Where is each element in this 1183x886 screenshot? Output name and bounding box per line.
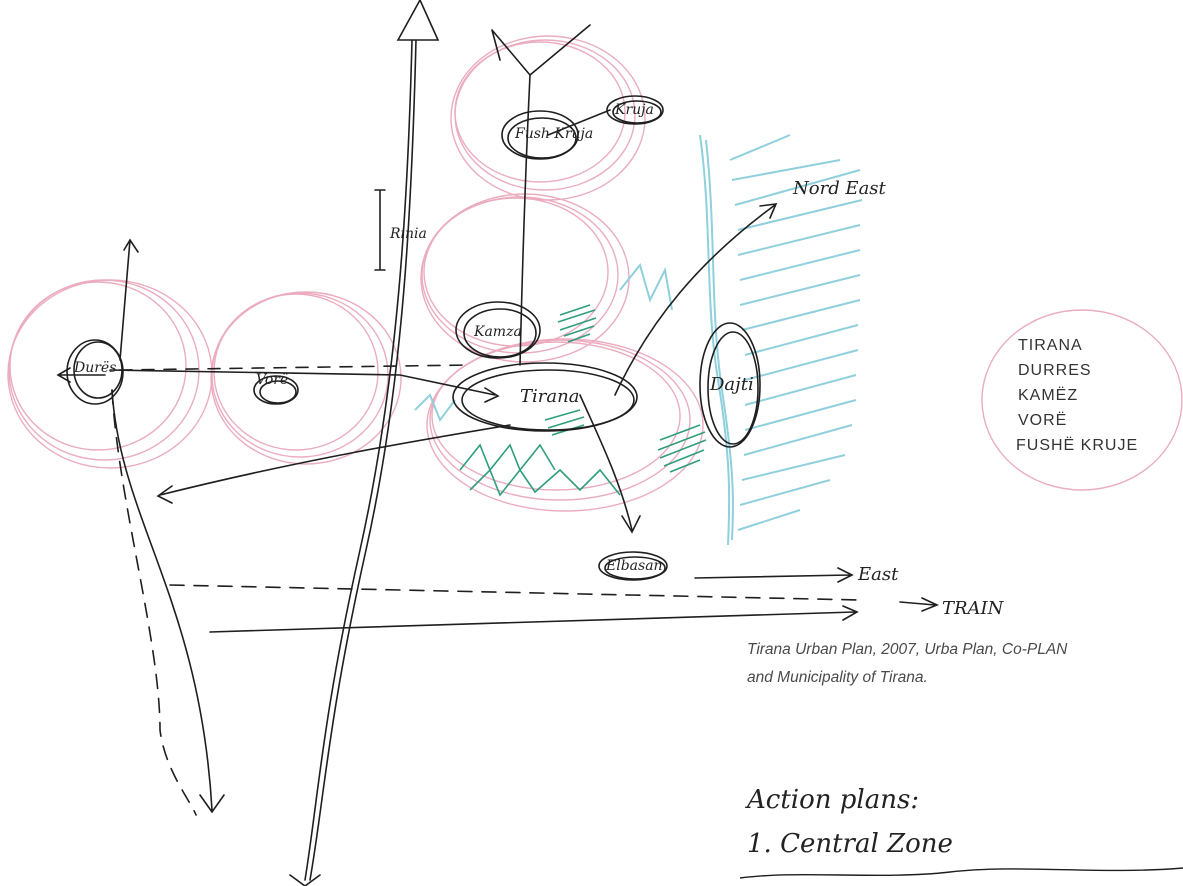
- legend-item: DURRES: [1018, 362, 1092, 379]
- legend: TIRANA DURRES KAMËZ VORË FUSHË KRUJE: [1016, 337, 1138, 454]
- label-tirana: Tirana: [520, 386, 579, 407]
- label-durres: Durës: [73, 360, 116, 376]
- caption-line: Tirana Urban Plan, 2007, Urba Plan, Co-P…: [747, 636, 1077, 664]
- label-rinia: Rinia: [389, 226, 427, 242]
- caption-line: and Municipality of Tirana.: [747, 664, 1077, 692]
- label-kruja: Kruja: [614, 102, 654, 118]
- label-train: TRAIN: [942, 598, 1005, 619]
- label-nord-east: Nord East: [792, 178, 887, 199]
- figure-caption: Tirana Urban Plan, 2007, Urba Plan, Co-P…: [747, 636, 1077, 692]
- label-east: East: [857, 564, 899, 585]
- label-kamza: Kamza: [473, 324, 522, 340]
- notes-item: 1. Central Zone: [747, 829, 953, 859]
- notes-heading: Action plans:: [745, 785, 919, 815]
- legend-item: KAMËZ: [1018, 386, 1078, 404]
- label-vore: Vorë: [256, 372, 288, 388]
- notes-continuation-line: [740, 868, 1183, 878]
- legend-item: TIRANA: [1018, 337, 1083, 354]
- label-elbasan: Elbasan: [605, 558, 663, 574]
- label-fushe-kruja: Fush Kruja: [514, 126, 593, 142]
- ink-lines: [58, 0, 937, 886]
- label-dajti: Dajti: [709, 374, 754, 395]
- legend-item: FUSHË KRUJE: [1016, 436, 1138, 454]
- regional-circles: [8, 36, 1182, 511]
- legend-item: VORË: [1018, 411, 1067, 429]
